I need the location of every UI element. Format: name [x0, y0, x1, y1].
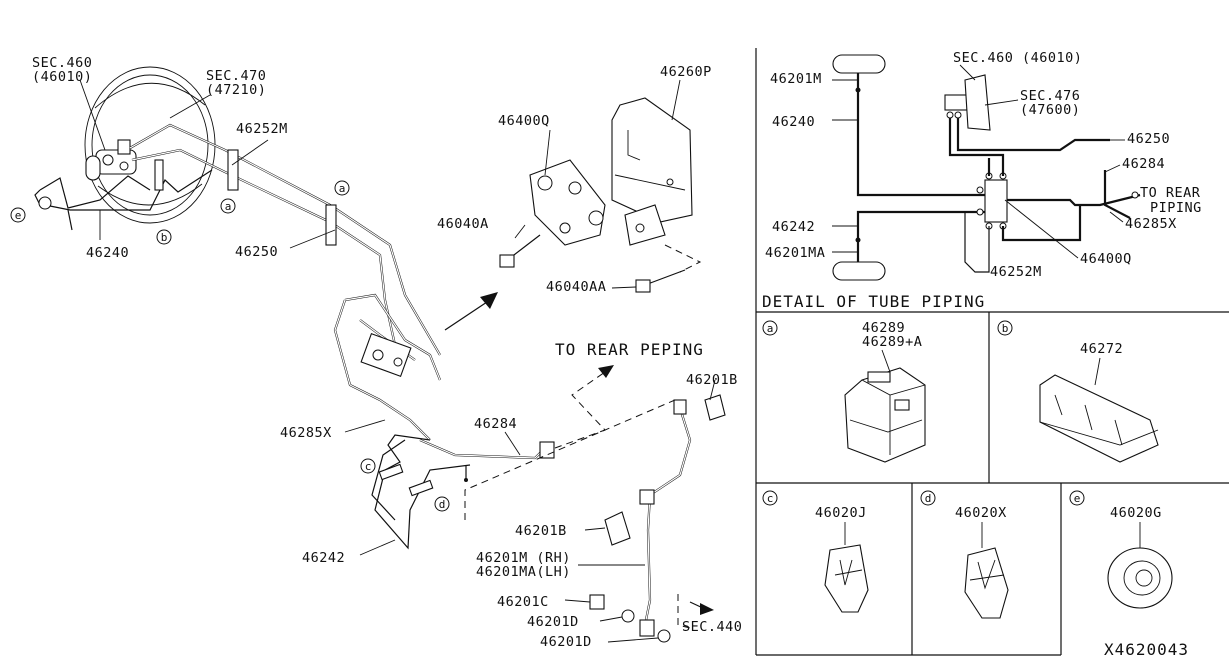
label-46250: 46250	[235, 244, 278, 260]
tube-46240	[34, 169, 213, 231]
bolts-46040	[499, 234, 702, 293]
main-labels: SEC.460 (46010) SEC.470 (47210) 46252M 4…	[32, 55, 742, 650]
label-46252M: 46252M	[236, 121, 288, 137]
callout-d: d	[439, 498, 446, 511]
label-sec470-1: SEC.470	[206, 68, 266, 84]
detail-label-46250: 46250	[1127, 131, 1170, 147]
figure-code: X4620043	[1104, 640, 1189, 659]
detail-piping-drawing	[832, 54, 1141, 281]
detail-label-46242: 46242	[772, 219, 815, 235]
label-46201C: 46201C	[497, 594, 549, 610]
label-46201D-a: 46201D	[527, 614, 579, 630]
panel-b-letter: b	[1002, 322, 1009, 335]
detail-label-46285X: 46285X	[1125, 216, 1177, 232]
panel-c-line1: 46020J	[815, 505, 867, 521]
tube-clips	[154, 149, 337, 246]
panel-a-letter: a	[767, 322, 774, 335]
callout-b: b	[161, 231, 168, 244]
panel-a-line1: 46289	[862, 320, 905, 336]
label-sec460-1: SEC.460	[32, 55, 92, 71]
detail-label-to-rear-2: PIPING	[1150, 200, 1202, 216]
label-sec440: SEC.440	[682, 619, 742, 635]
label-46400Q: 46400Q	[498, 113, 550, 129]
label-46260P: 46260P	[660, 64, 712, 80]
detail-title: DETAIL OF TUBE PIPING	[762, 292, 985, 311]
label-sec460-2: (46010)	[32, 69, 92, 85]
label-46242: 46242	[302, 550, 345, 566]
callout-c: c	[365, 460, 372, 473]
detail-label-46201MA: 46201MA	[765, 245, 825, 261]
brake-hose-46201M	[639, 399, 692, 626]
tube-46252M	[129, 123, 441, 356]
label-46040AA: 46040AA	[546, 279, 606, 295]
panel-e-line1: 46020G	[1110, 505, 1162, 521]
panel-c-letter: c	[767, 492, 774, 505]
label-46201B-mid: 46201B	[515, 523, 567, 539]
callout-a-left: a	[225, 200, 232, 213]
clip-panel-d: d 46020X	[920, 490, 1009, 619]
label-to-rear-peping: TO REAR PEPING	[555, 340, 704, 359]
panel-e-letter: e	[1074, 492, 1081, 505]
fittings-46201C-D	[589, 594, 671, 643]
detail-label-to-rear-1: TO REAR	[1140, 185, 1201, 201]
bracket-46260P	[611, 97, 693, 246]
panel-frames	[755, 48, 1229, 656]
clip-panel-a: a 46289 46289+A	[762, 320, 926, 463]
label-46240: 46240	[86, 245, 129, 261]
detail-label-sec476-1: SEC.476	[1020, 88, 1080, 104]
brake-booster	[84, 66, 216, 224]
leader-lines	[79, 79, 716, 643]
label-46284: 46284	[474, 416, 517, 432]
detail-labels: 46201M 46240 46242 46201MA SEC.460 (4601…	[762, 50, 1202, 311]
tube-46284	[419, 438, 555, 460]
clip-panel-b: b 46272	[997, 320, 1159, 463]
panel-d-line1: 46020X	[955, 505, 1007, 521]
proportioning-valve-installed	[360, 333, 412, 377]
panel-a-line2: 46289+A	[862, 334, 922, 350]
detail-label-46400Q: 46400Q	[1080, 251, 1132, 267]
master-cylinder	[85, 139, 137, 181]
callout-e: e	[15, 209, 22, 222]
detail-label-46201M: 46201M	[770, 71, 822, 87]
clip-46201B	[604, 394, 726, 546]
label-46201MA-LH: 46201MA(LH)	[476, 564, 571, 580]
label-sec470-2: (47210)	[206, 82, 266, 98]
label-46201D-b: 46201D	[540, 634, 592, 650]
label-46201M-RH: 46201M (RH)	[476, 550, 571, 566]
label-46040A: 46040A	[437, 216, 489, 232]
callouts-main: a a b e c d	[10, 180, 450, 512]
arrows	[444, 292, 714, 615]
detail-label-sec476-2: (47600)	[1020, 102, 1080, 118]
detail-label-46240: 46240	[772, 114, 815, 130]
panel-d-letter: d	[925, 492, 932, 505]
valve-46400Q	[529, 159, 606, 246]
callout-a-top: a	[339, 182, 346, 195]
clip-panel-c: c 46020J	[762, 490, 869, 613]
detail-label-46284: 46284	[1122, 156, 1165, 172]
detail-label-46252M: 46252M	[990, 264, 1042, 280]
panel-b-line1: 46272	[1080, 341, 1123, 357]
to-rear-dash-lines	[464, 371, 691, 629]
label-46285X: 46285X	[280, 425, 332, 441]
clip-panel-e: e 46020G	[1069, 490, 1173, 609]
detail-label-sec460: SEC.460 (46010)	[953, 50, 1082, 66]
tube-46242	[371, 434, 471, 550]
label-46201B-top: 46201B	[686, 372, 738, 388]
